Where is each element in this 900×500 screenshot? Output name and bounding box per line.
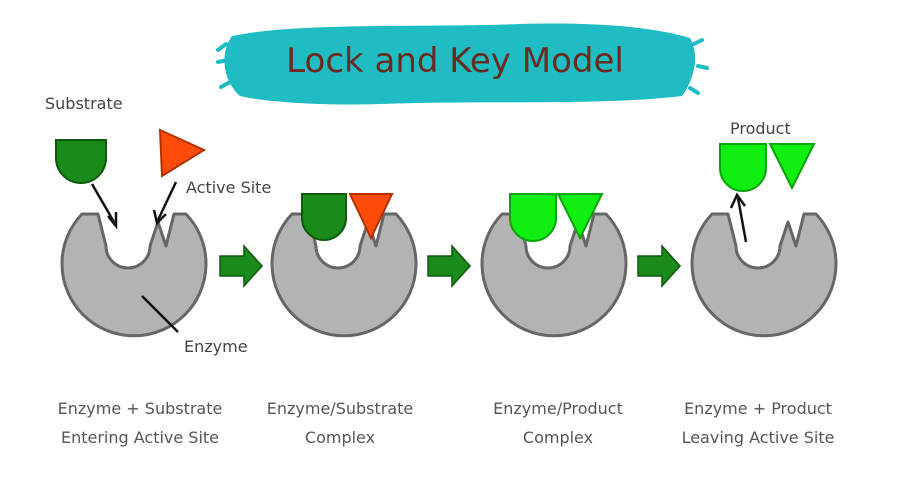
caption-stage-4-line-2: Leaving Active Site (681, 428, 835, 447)
caption-stage-3-line-1: Enzyme/Product (493, 399, 623, 418)
caption-stage-2-line-1: Enzyme/Substrate (266, 399, 414, 418)
title-band (216, 23, 709, 105)
enzyme-stage-2 (270, 212, 418, 338)
diagram-title: Lock and Key Model (286, 41, 624, 81)
substrate-half-circle-stage-1 (55, 139, 107, 184)
caption-stage-1-line-1: Enzyme + Substrate (57, 399, 223, 418)
substrate-triangle-stage-1 (158, 128, 207, 178)
released-product-triangle-stage-4 (768, 143, 816, 191)
caption-stage-2-line-2: Complex (304, 428, 376, 447)
process-arrow-3 (637, 244, 682, 288)
arrow-product-leaving (729, 192, 748, 243)
active-site-label: Active Site (186, 178, 272, 197)
enzyme-stage-1 (60, 212, 208, 338)
bound-substrate-half-circle-stage-2 (301, 193, 347, 241)
process-arrow-2 (427, 244, 472, 288)
caption-stage-1-line-2: Entering Active Site (60, 428, 220, 447)
bound-product-half-circle-stage-3 (509, 193, 557, 242)
caption-stage-1: Enzyme + Substrate Entering Active Site (40, 394, 240, 452)
caption-stage-3-line-2: Complex (522, 428, 594, 447)
bound-substrate-triangle-stage-2 (348, 193, 394, 241)
caption-stage-2: Enzyme/Substrate Complex (240, 394, 440, 452)
enzyme-stage-4 (690, 212, 838, 338)
bound-product-triangle-stage-3 (556, 193, 604, 241)
enzyme-label: Enzyme (184, 337, 248, 356)
arrow-active-site-pointer (152, 181, 178, 226)
product-label: Product (730, 119, 791, 138)
caption-stage-4: Enzyme + Product Leaving Active Site (658, 394, 858, 452)
enzyme-stage-3 (480, 212, 628, 338)
substrate-label: Substrate (45, 94, 123, 113)
arrow-substrate-to-site-1 (90, 183, 118, 230)
caption-stage-4-line-1: Enzyme + Product (684, 399, 832, 418)
enzyme-label-leader-line (141, 295, 179, 333)
caption-stage-3: Enzyme/Product Complex (458, 394, 658, 452)
process-arrow-1 (219, 244, 264, 288)
released-product-half-circle-stage-4 (719, 143, 767, 192)
